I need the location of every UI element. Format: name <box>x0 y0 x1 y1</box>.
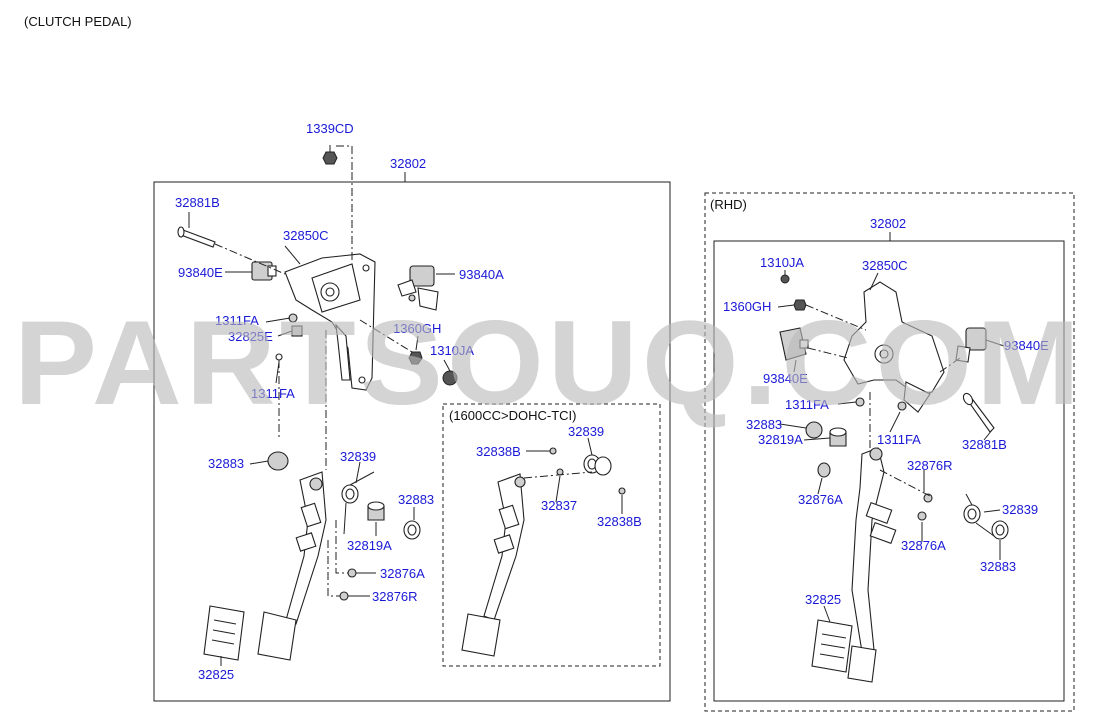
callout-32838B-b[interactable]: 32838B <box>597 514 642 529</box>
callout-1310JA-rhd[interactable]: 1310JA <box>760 255 804 270</box>
callout-1360GH-rhd[interactable]: 1360GH <box>723 299 771 314</box>
callout-32839-rhd[interactable]: 32839 <box>1002 502 1038 517</box>
callout-1310JA-left[interactable]: 1310JA <box>430 343 474 358</box>
callout-1311FA-rhd-a[interactable]: 1311FA <box>785 397 829 412</box>
diagram-title: (CLUTCH PEDAL) <box>24 14 132 29</box>
callout-32881B-rhd[interactable]: 32881B <box>962 437 1007 452</box>
rhd-section-label: (RHD) <box>710 197 747 212</box>
callout-93840A[interactable]: 93840A <box>459 267 504 282</box>
callout-32850C-rhd[interactable]: 32850C <box>862 258 908 273</box>
callout-32839-left[interactable]: 32839 <box>340 449 376 464</box>
callout-32883-rhd-b[interactable]: 32883 <box>980 559 1016 574</box>
rhd-assembly-frame <box>713 240 1065 702</box>
variant-leader-lines <box>523 437 623 514</box>
variant-section-label: (1600CC>DOHC-TCI) <box>449 408 577 423</box>
callout-32876R-rhd[interactable]: 32876R <box>907 458 953 473</box>
callout-32876A-rhd-b[interactable]: 32876A <box>901 538 946 553</box>
rhd-bracket-drawing <box>779 274 1009 683</box>
callout-32881B-left[interactable]: 32881B <box>175 195 220 210</box>
callout-32883-left-a[interactable]: 32883 <box>208 456 244 471</box>
callout-32825-rhd[interactable]: 32825 <box>805 592 841 607</box>
callout-32883-left-b[interactable]: 32883 <box>398 492 434 507</box>
callout-32839-variant[interactable]: 32839 <box>568 424 604 439</box>
left-bracket-drawing <box>177 151 458 661</box>
callout-1311FA-left-a[interactable]: 1311FA <box>215 313 259 328</box>
callout-32838B-a[interactable]: 32838B <box>476 444 521 459</box>
main-assembly-frame <box>153 181 671 702</box>
callout-1311FA-rhd-b[interactable]: 1311FA <box>877 432 921 447</box>
rhd-leader-lines <box>777 232 1005 623</box>
left-leader-lines <box>188 145 455 666</box>
callout-93840E-left[interactable]: 93840E <box>178 265 223 280</box>
callout-93840E-rhd-b[interactable]: 93840E <box>763 371 808 386</box>
callout-32819A-left[interactable]: 32819A <box>347 538 392 553</box>
callout-32825-left[interactable]: 32825 <box>198 667 234 682</box>
watermark-text: PARTSOUQ.COM <box>14 296 1084 430</box>
callout-32802-main[interactable]: 32802 <box>390 156 426 171</box>
callout-1339CD[interactable]: 1339CD <box>306 121 354 136</box>
callout-32876A-rhd-a[interactable]: 32876A <box>798 492 843 507</box>
callout-32825E[interactable]: 32825E <box>228 329 273 344</box>
rhd-section-frame <box>704 192 1075 712</box>
variant-pedal-drawing <box>461 447 626 657</box>
callout-93840E-rhd-a[interactable]: 93840E <box>1004 338 1049 353</box>
callout-1360GH-left[interactable]: 1360GH <box>393 321 441 336</box>
callout-32850C-left[interactable]: 32850C <box>283 228 329 243</box>
callout-1311FA-left-b[interactable]: 1311FA <box>251 386 295 401</box>
callout-32876R-left[interactable]: 32876R <box>372 589 418 604</box>
callout-32802-rhd[interactable]: 32802 <box>870 216 906 231</box>
variant-section-frame <box>442 403 661 667</box>
callout-32883-rhd-a[interactable]: 32883 <box>746 417 782 432</box>
callout-32876A-left[interactable]: 32876A <box>380 566 425 581</box>
callout-32837[interactable]: 32837 <box>541 498 577 513</box>
callout-32819A-rhd[interactable]: 32819A <box>758 432 803 447</box>
